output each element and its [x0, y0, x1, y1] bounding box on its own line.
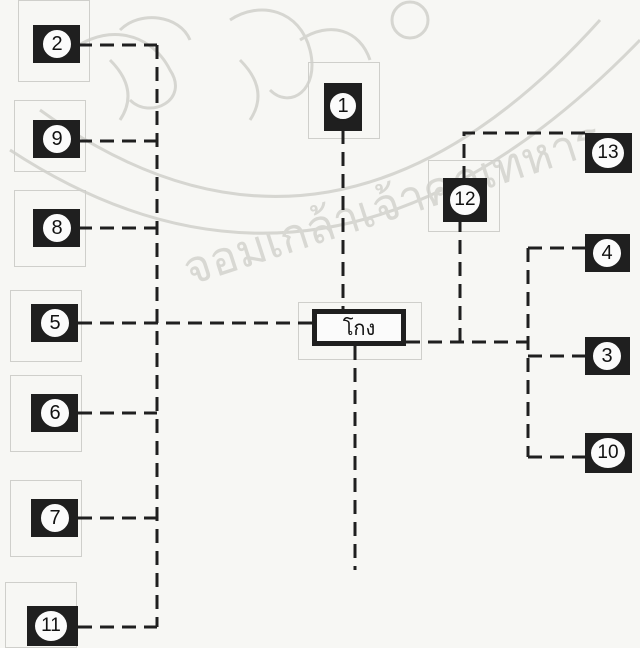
node-10: 10: [585, 433, 632, 473]
panel-outline: [428, 160, 500, 232]
center-node-label: โกง: [317, 314, 401, 341]
node-5: 5: [31, 304, 78, 342]
node-label-13: 13: [590, 136, 626, 170]
node-4: 4: [585, 234, 630, 272]
node-13: 13: [585, 133, 632, 173]
node-9: 9: [33, 120, 80, 158]
node-3: 3: [585, 337, 630, 375]
node-11: 11: [27, 606, 78, 646]
connector-node-13: [462, 131, 585, 180]
node-label-1: 1: [328, 91, 358, 121]
node-label-8: 8: [41, 212, 73, 244]
center-node: โกง: [312, 309, 406, 346]
node-label-2: 2: [41, 28, 73, 60]
panel-outline: [14, 100, 86, 172]
node-2: 2: [33, 25, 80, 63]
node-7: 7: [31, 499, 78, 537]
node-1: 1: [324, 83, 362, 131]
node-label-11: 11: [33, 609, 69, 643]
node-label-10: 10: [589, 436, 627, 470]
panel-outline: [298, 302, 422, 360]
panel-outline: [18, 0, 90, 82]
node-label-4: 4: [591, 237, 623, 269]
node-12: 12: [443, 178, 487, 222]
node-label-9: 9: [41, 123, 73, 155]
node-8: 8: [33, 209, 80, 247]
node-6: 6: [31, 394, 78, 432]
node-label-6: 6: [39, 397, 71, 429]
panel-outline: [10, 290, 82, 362]
node-label-12: 12: [448, 183, 482, 217]
node-label-5: 5: [39, 307, 71, 339]
node-label-3: 3: [591, 340, 623, 372]
node-label-7: 7: [39, 502, 71, 534]
